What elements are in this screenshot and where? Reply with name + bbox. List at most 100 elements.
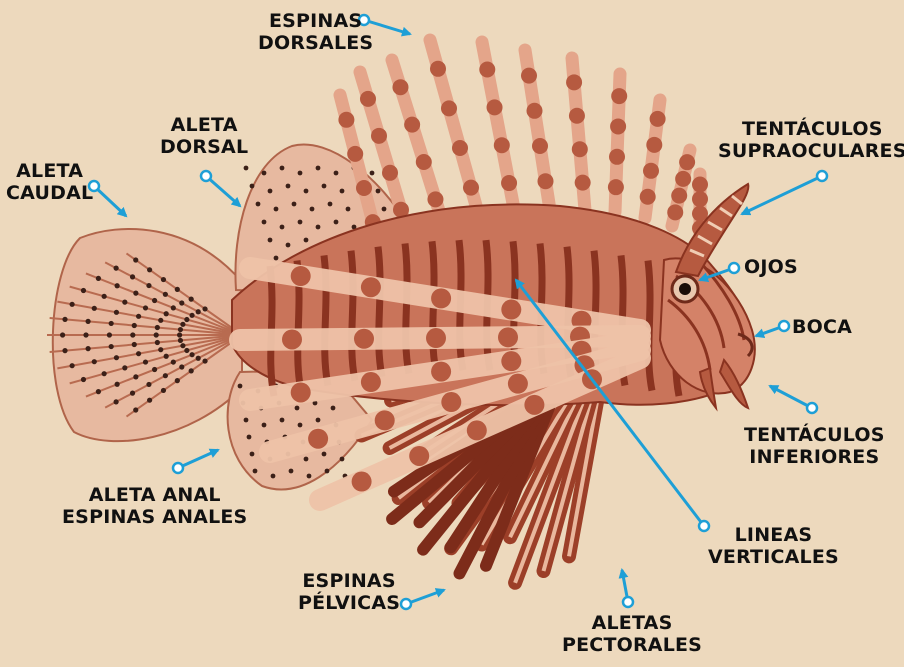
pointer-line-icon: [206, 176, 240, 206]
fin-spot: [370, 171, 375, 176]
label-aleta-dorsal: ALETA DORSAL: [160, 114, 248, 158]
fin-spot: [122, 300, 127, 305]
fin-spot: [171, 359, 176, 364]
ray-band: [375, 410, 395, 430]
fin-spot: [286, 243, 291, 248]
fin-spot: [298, 220, 303, 225]
fin-spot: [171, 305, 176, 310]
fin-spot: [152, 298, 157, 303]
label-line: ALETA: [160, 114, 248, 136]
label-line: DORSALES: [258, 32, 373, 54]
fin-spot: [60, 332, 65, 337]
spine-band: [356, 180, 372, 196]
ray-band: [361, 277, 381, 297]
fin-spot: [202, 358, 207, 363]
spine-band: [347, 146, 363, 162]
fin-spot: [322, 452, 327, 457]
fin-spot: [114, 266, 119, 271]
ray-band: [409, 446, 429, 466]
spine-band: [609, 149, 625, 165]
fin-spot: [164, 311, 169, 316]
ray-band: [291, 382, 311, 402]
spine-band: [692, 177, 708, 193]
label-espinas-dorsales: ESPINAS DORSALES: [258, 10, 373, 54]
fin-spot: [86, 346, 91, 351]
fin-spot: [143, 305, 148, 310]
fin-spot: [280, 166, 285, 171]
label-line: OJOS: [744, 256, 798, 278]
label-line: VERTICALES: [708, 546, 839, 568]
fin-spot: [132, 323, 137, 328]
label-ojos: OJOS: [744, 256, 798, 278]
label-lineas-verticales: LINEAS VERTICALES: [708, 524, 839, 568]
label-line: DORSAL: [160, 136, 248, 158]
fin-spot: [250, 452, 255, 457]
pointer-dot-icon: [401, 599, 411, 609]
spine-band: [487, 99, 503, 115]
fin-spot: [340, 457, 345, 462]
label-espinas-pelvicas: ESPINAS PÉLVICAS: [298, 570, 400, 614]
ray-band: [508, 374, 528, 394]
spine-band: [679, 154, 695, 170]
fin-spot: [298, 423, 303, 428]
spine-band: [566, 74, 582, 90]
ray-band: [501, 351, 521, 371]
fin-spot: [289, 469, 294, 474]
fin-spot: [83, 332, 88, 337]
fin-spot: [268, 189, 273, 194]
fin-spot: [184, 348, 189, 353]
fin-spot: [70, 302, 75, 307]
label-boca: BOCA: [792, 316, 852, 338]
ray-band: [352, 472, 372, 492]
fin-spot: [189, 297, 194, 302]
fin-spot: [304, 238, 309, 243]
ray-band: [441, 392, 461, 412]
fin-spot: [158, 347, 163, 352]
label-line: ALETA ANAL: [62, 484, 247, 506]
fin-spot: [253, 469, 258, 474]
fin-spot: [189, 352, 194, 357]
label-line: ESPINAS: [258, 10, 373, 32]
fin-spot: [163, 373, 168, 378]
label-line: PECTORALES: [562, 634, 702, 656]
label-line: TENTÁCULOS: [718, 118, 904, 140]
fin-spot: [238, 384, 243, 389]
fin-spot: [262, 171, 267, 176]
ray-band: [361, 372, 381, 392]
spine-band: [643, 163, 659, 179]
pointer-line-icon: [770, 386, 812, 408]
label-line: LINEAS: [708, 524, 839, 546]
fin-spot: [189, 368, 194, 373]
ray-band: [467, 420, 487, 440]
fin-spot: [177, 332, 182, 337]
label-aleta-anal: ALETA ANAL ESPINAS ANALES: [62, 484, 247, 528]
fin-spot: [143, 359, 148, 364]
fin-spot: [96, 389, 101, 394]
spine-band: [521, 68, 537, 84]
fin-spot: [316, 166, 321, 171]
fin-spot: [292, 202, 297, 207]
fin-spot: [202, 306, 207, 311]
ray-band: [501, 300, 521, 320]
ray-band: [431, 288, 451, 308]
fin-spot: [274, 256, 279, 261]
fin-spot: [152, 367, 157, 372]
pointer-dot-icon: [173, 463, 183, 473]
spine-band: [371, 128, 387, 144]
fin-spot: [280, 225, 285, 230]
fin-spot: [325, 469, 330, 474]
label-line: ESPINAS: [298, 570, 400, 592]
fin-spot: [102, 371, 107, 376]
fin-spot: [271, 474, 276, 479]
fin-spot: [280, 418, 285, 423]
fin-spot: [130, 391, 135, 396]
fin-spot: [262, 423, 267, 428]
label-tentaculos-inferiores: TENTÁCULOS INFERIORES: [744, 424, 885, 468]
fin-spot: [331, 406, 336, 411]
ray-band: [282, 329, 302, 349]
spine-band: [501, 175, 517, 191]
spine-band: [671, 188, 687, 204]
fin-spot: [175, 287, 180, 292]
fin-spot: [328, 202, 333, 207]
fin-spot: [307, 474, 312, 479]
